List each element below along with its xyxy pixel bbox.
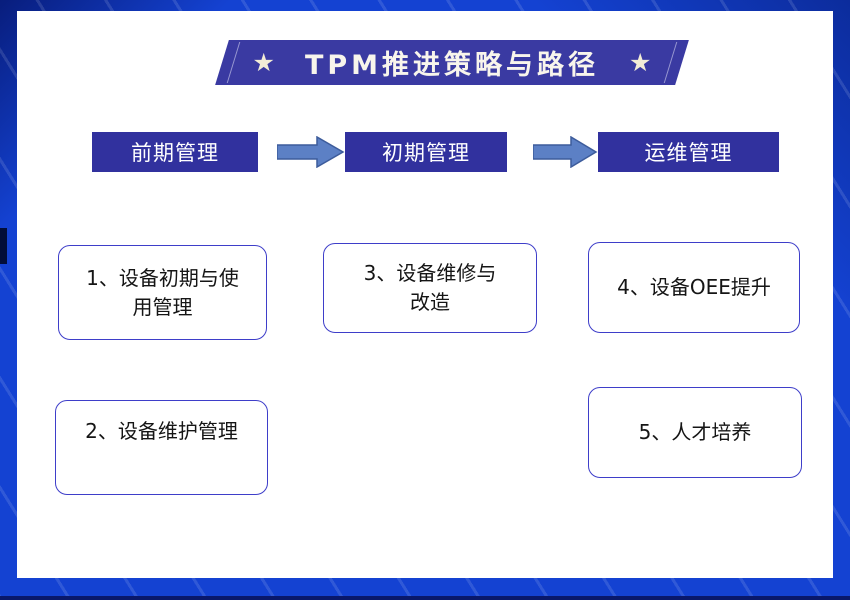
star-icon: ★	[629, 48, 652, 77]
item-box-1: 1、设备初期与使 用管理	[58, 245, 267, 340]
stage-header-early-management: 前期管理	[92, 132, 258, 172]
star-icon: ★	[252, 48, 275, 77]
page-title: TPM推进策略与路径	[304, 50, 600, 81]
arrow-right-icon	[277, 136, 345, 168]
frame-dark-notch	[0, 228, 7, 264]
title-banner: ★ TPM推进策略与路径 ★	[215, 40, 689, 85]
item-box-3: 3、设备维修与 改造	[323, 243, 537, 333]
title-banner-content: ★ TPM推进策略与路径 ★	[222, 40, 682, 85]
stage-label: 初期管理	[382, 141, 470, 165]
frame-bottom-edge	[0, 596, 850, 600]
stage-label: 前期管理	[131, 141, 219, 165]
stage-header-initial-management: 初期管理	[345, 132, 507, 172]
stage-label: 运维管理	[644, 141, 733, 165]
arrow-right-icon	[533, 136, 598, 168]
item-box-2: 2、设备维护管理	[55, 400, 268, 495]
stage-header-operations-management: 运维管理	[598, 132, 779, 172]
item-box-text: 1、设备初期与使 用管理	[86, 265, 239, 319]
item-box-text: 4、设备OEE提升	[617, 275, 771, 299]
item-box-text: 2、设备维护管理	[85, 419, 238, 443]
item-box-5: 5、人才培养	[588, 387, 802, 478]
item-box-4: 4、设备OEE提升	[588, 242, 800, 333]
item-box-text: 3、设备维修与 改造	[363, 261, 497, 314]
item-box-text: 5、人才培养	[638, 420, 752, 444]
